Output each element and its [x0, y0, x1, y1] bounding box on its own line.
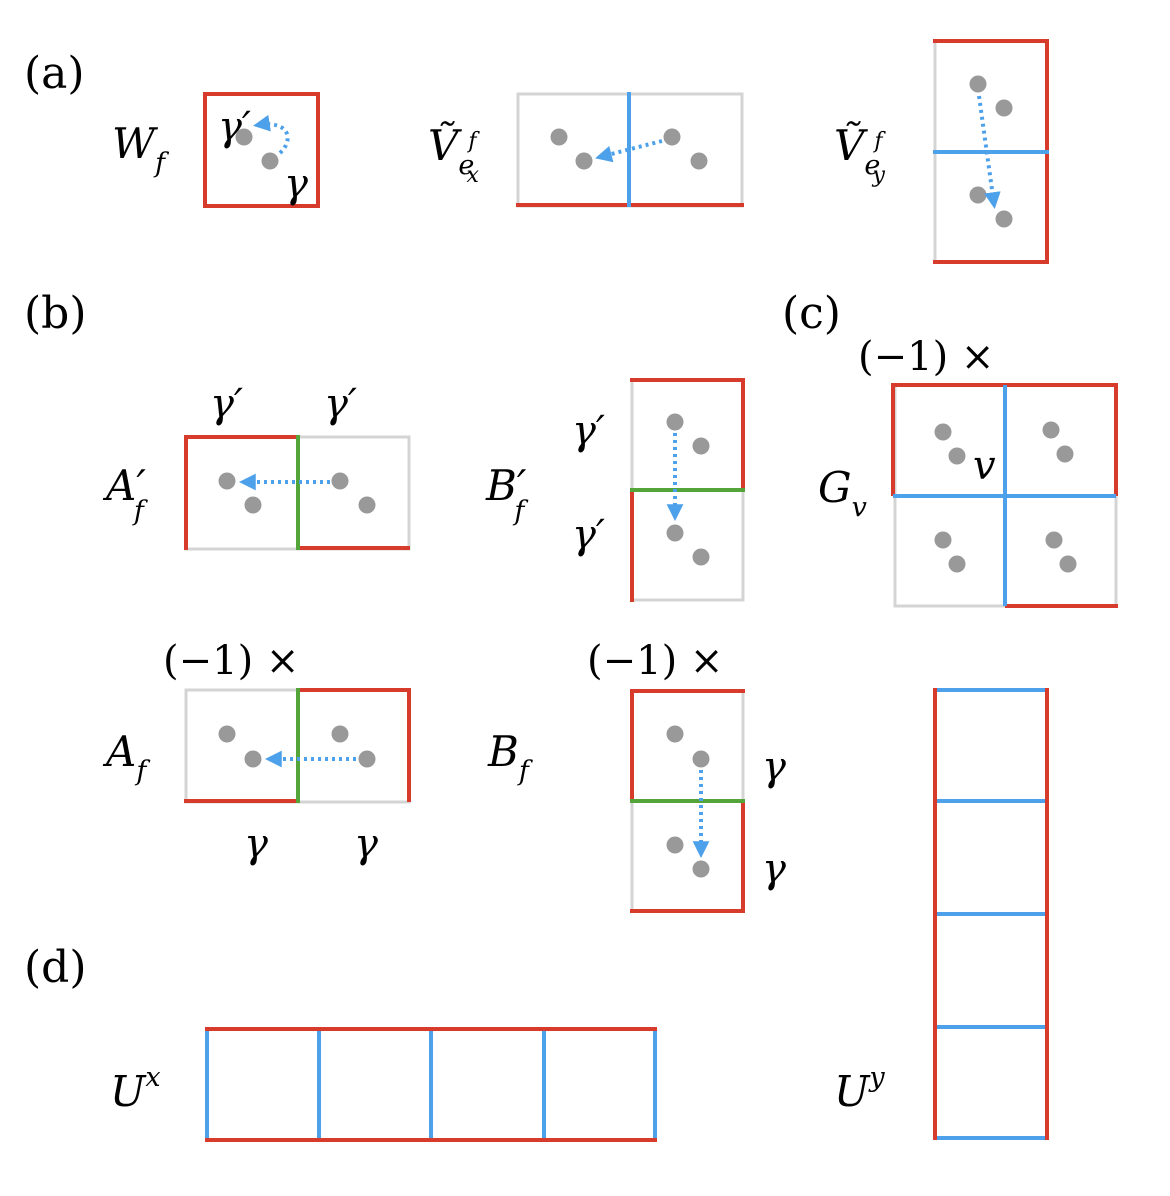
- panel-label-c: (c): [782, 288, 841, 339]
- panel-label-a: (a): [24, 48, 85, 99]
- b-f-prime-dot: [666, 524, 684, 542]
- a-f-label: Af: [102, 727, 150, 787]
- g-v-dot: [1042, 421, 1060, 439]
- b-f-prime-dot: [692, 548, 710, 566]
- b-f-gamma-top: γ: [762, 744, 786, 790]
- a-f-prime-operator: γ′ γ′: [184, 381, 411, 551]
- g-v-dot: [948, 447, 966, 465]
- panel-label-d: (d): [24, 942, 87, 993]
- a-f-gamma-left: γ: [244, 821, 268, 867]
- a-f-prime-label: A′f: [102, 461, 148, 527]
- v-ey-dot: [969, 75, 987, 93]
- u-y-string-operator: [933, 688, 1049, 1140]
- a-f-prime-dot: [244, 496, 262, 514]
- b-f-prime-top-boundary: [630, 378, 745, 490]
- v-ex-operator: [516, 92, 744, 208]
- a-f-prime-gamma-prime-left: γ′: [210, 381, 243, 427]
- w-f-gamma-label: γ: [284, 161, 308, 207]
- a-f-prime-dot: [218, 472, 236, 490]
- g-v-sign-factor: (−1) ×: [858, 334, 994, 380]
- b-f-prime-dot: [692, 437, 710, 455]
- u-y-label: Uy: [834, 1062, 885, 1116]
- v-ey-operator: [933, 39, 1049, 264]
- g-v-top-right-boundary: [1005, 383, 1118, 496]
- v-ex-dot: [550, 128, 568, 146]
- u-x-string-operator: [205, 1027, 657, 1142]
- b-f-dot: [666, 836, 684, 854]
- v-ey-dot: [969, 186, 987, 204]
- a-f-prime-dot: [331, 472, 349, 490]
- g-v-dot: [934, 531, 952, 549]
- a-f-prime-dot: [358, 496, 376, 514]
- b-f-dot: [692, 860, 710, 878]
- g-v-top-left-boundary: [891, 383, 1006, 496]
- v-ey-dot: [995, 210, 1013, 228]
- panel-label-b: (b): [24, 288, 87, 339]
- a-f-operator: (−1) × γ γ: [163, 638, 411, 867]
- b-f-gamma-bottom: γ: [762, 846, 786, 892]
- b-f-sign-factor: (−1) ×: [587, 638, 723, 684]
- a-f-gamma-right: γ: [354, 821, 378, 867]
- g-v-label: Gv: [818, 463, 867, 523]
- g-v-vertex-label: v: [973, 443, 996, 489]
- b-f-prime-operator: γ′ γ′: [572, 378, 745, 602]
- a-f-prime-left-boundary: [184, 435, 297, 550]
- v-ex-dot: [575, 152, 593, 170]
- v-ex-dot: [663, 128, 681, 146]
- u-x-label: Ux: [110, 1062, 161, 1116]
- b-f-prime-dot: [666, 413, 684, 431]
- a-f-sign-factor: (−1) ×: [163, 638, 299, 684]
- a-f-right-boundary: [297, 688, 411, 802]
- w-f-label: Wf: [112, 119, 169, 179]
- g-v-dot: [1045, 531, 1063, 549]
- b-f-bottom-right-boundary: [630, 801, 745, 913]
- g-v-operator: v (−1) ×: [858, 334, 1118, 608]
- b-f-prime-gamma-prime-bottom: γ′: [572, 512, 605, 558]
- w-f-plaquette: [203, 92, 320, 208]
- a-f-dot: [244, 750, 262, 768]
- a-f-dot: [358, 750, 376, 768]
- g-v-dot: [934, 423, 952, 441]
- a-f-dot: [218, 725, 236, 743]
- a-f-dot: [331, 725, 349, 743]
- w-f-dot-gamma: [261, 152, 279, 170]
- g-v-dot: [948, 555, 966, 573]
- b-f-top-left-boundary: [630, 689, 745, 801]
- b-f-label: Bf: [487, 727, 533, 787]
- a-f-prime-gamma-prime-right: γ′: [324, 381, 357, 427]
- g-v-dot: [1056, 445, 1074, 463]
- w-f-arrow: [253, 114, 290, 155]
- v-ex-dot: [690, 152, 708, 170]
- g-v-dot: [1059, 555, 1077, 573]
- v-ey-dot: [995, 99, 1013, 117]
- b-f-dot: [666, 725, 684, 743]
- w-f-operator: γ′ γ: [203, 92, 320, 208]
- b-f-dot: [692, 750, 710, 768]
- b-f-prime-gamma-prime-top: γ′: [572, 408, 605, 454]
- w-f-dot-gamma-prime: [235, 128, 253, 146]
- w-f-gamma-prime-label: γ′: [218, 104, 251, 150]
- b-f-operator: (−1) × γ γ: [587, 638, 786, 913]
- b-f-prime-label: B′f: [485, 461, 528, 527]
